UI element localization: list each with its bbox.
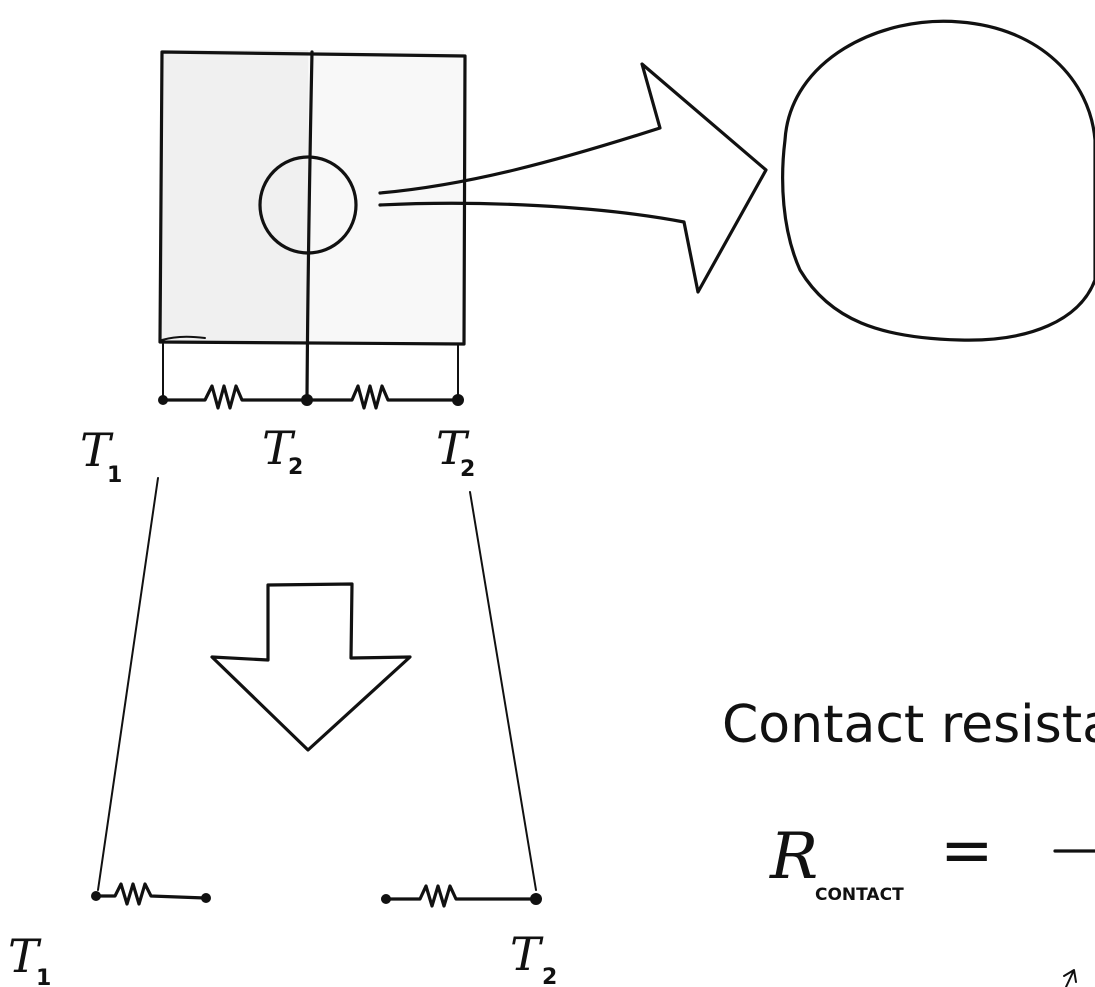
down-arrow: [210, 582, 412, 752]
label-t2-mid-main: T: [262, 421, 296, 475]
block-bottom-tick: [161, 335, 206, 341]
node-t2-mid: [301, 394, 313, 406]
label-t2-mid: T 2: [262, 421, 303, 480]
label-t2-bottom: T 2: [510, 927, 557, 987]
label-t1-bottom-sub: 1: [36, 966, 51, 987]
label-t2-right: T 2: [436, 421, 475, 482]
node-bottom-left-open: [201, 893, 211, 903]
node-bottom-t1: [91, 891, 101, 901]
contact-resistance-caption: Contact resista: [722, 695, 1095, 755]
block-outline: [158, 50, 467, 346]
equals-sign: =: [940, 814, 994, 888]
node-bottom-t2: [530, 893, 542, 905]
label-t1-top-main: T: [80, 423, 114, 477]
resistor-right: [305, 384, 460, 410]
r-symbol: R: [769, 820, 818, 894]
guide-line-left: [97, 477, 159, 891]
composite-block: [158, 50, 467, 400]
guide-line-right: [469, 491, 537, 891]
resistor-bottom-right: [384, 884, 538, 908]
r-subscript: CONTACT: [815, 885, 904, 905]
label-t2-right-sub: 2: [460, 457, 475, 482]
material-right: [308, 50, 464, 342]
series-resistor-network: [158, 343, 464, 410]
r-contact-equation: R CONTACT =: [769, 814, 1095, 987]
label-t1-bottom-main: T: [8, 929, 42, 983]
zoom-circle: [258, 155, 358, 255]
label-t1-top-sub: 1: [107, 463, 122, 488]
material-left: [162, 50, 308, 342]
label-t2-mid-sub: 2: [288, 455, 303, 480]
resistor-bottom-left: [94, 882, 207, 906]
resistor-left: [161, 384, 309, 410]
label-t1-top: T 1: [80, 423, 122, 488]
label-t1-bottom: T 1: [8, 929, 51, 987]
pointer-arrow: [1063, 969, 1077, 987]
separated-resistor-network: [91, 882, 542, 908]
label-t2-right-main: T: [436, 421, 470, 475]
label-t2-bottom-sub: 2: [542, 965, 557, 987]
node-t2-right: [452, 394, 464, 406]
node-bottom-right-open: [381, 894, 391, 904]
contact-interface-line: [305, 50, 314, 400]
magnified-contact-circle: [781, 19, 1095, 342]
node-t1: [158, 395, 168, 405]
label-t2-bottom-main: T: [510, 927, 544, 981]
zoom-arrow: [378, 62, 768, 294]
